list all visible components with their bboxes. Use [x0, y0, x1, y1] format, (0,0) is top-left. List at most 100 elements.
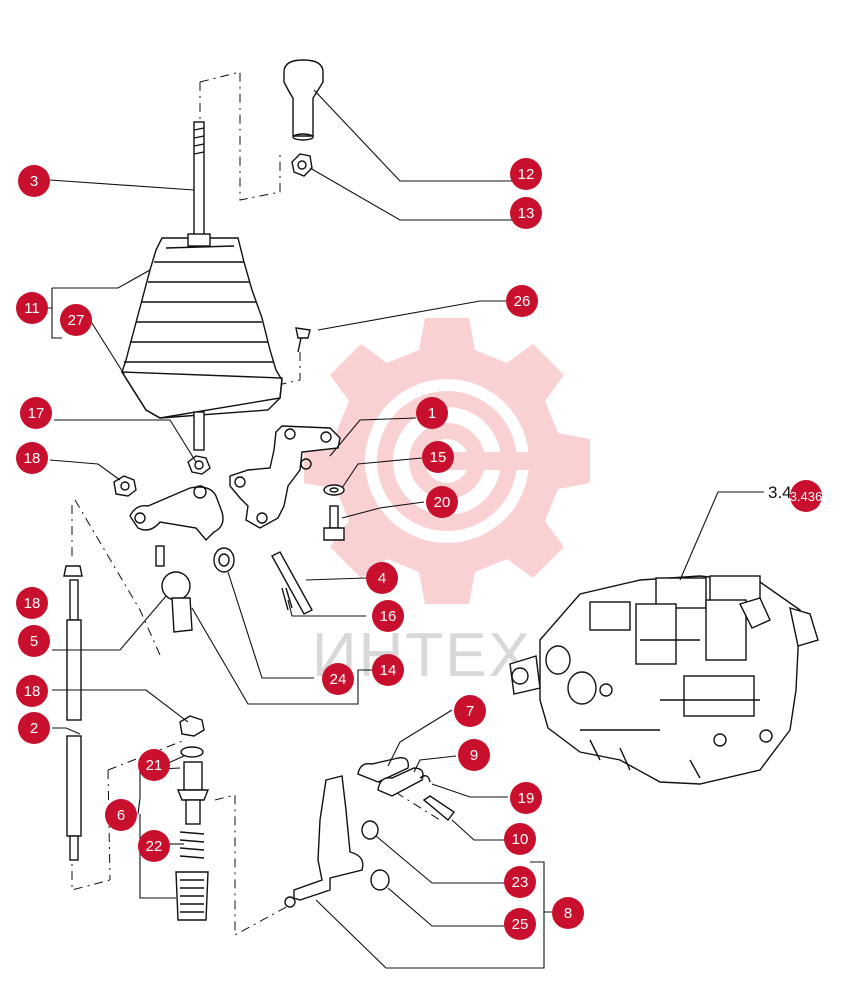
callout-marker [504, 908, 536, 940]
callout-marker [16, 292, 48, 324]
callout-number: 13 [518, 205, 535, 222]
washer [323, 484, 345, 496]
callout-number: 2 [30, 720, 38, 737]
callout-13: 13 [510, 197, 542, 229]
callout-number: 25 [512, 916, 529, 933]
callout-number: 27 [68, 312, 85, 329]
callout-8: 8 [552, 897, 584, 929]
callout-number: 9 [470, 747, 478, 764]
callout-number: 4 [378, 570, 386, 587]
cotter-pin [281, 587, 293, 611]
callout-number: 10 [512, 831, 529, 848]
callout-marker [426, 486, 458, 518]
callout-marker [510, 197, 542, 229]
ball-joint [155, 545, 193, 633]
callout-2: 2 [18, 712, 50, 744]
callout-marker [105, 799, 137, 831]
callout-number: 3 [30, 173, 38, 190]
callout-marker [510, 782, 542, 814]
callout-18: 18 [16, 442, 48, 474]
threaded-rod [63, 565, 83, 861]
pivot-arm [129, 485, 224, 542]
callout-marker [510, 158, 542, 190]
callout-19: 19 [510, 782, 542, 814]
callout-21: 21 [138, 749, 170, 781]
callout-9: 9 [458, 739, 490, 771]
nut-18-upper [113, 475, 137, 497]
callout-marker [16, 587, 48, 619]
callout-number: 22 [146, 838, 163, 855]
lower-bushings [361, 820, 390, 891]
callout-23: 23 [504, 866, 536, 898]
callout-number: 8 [564, 905, 572, 922]
callout-number: 23 [512, 874, 529, 891]
callout-27: 27 [60, 304, 92, 336]
callout-number: 6 [117, 807, 125, 824]
callout-number: 11 [24, 300, 40, 317]
callout-3: 3 [18, 165, 50, 197]
callout-marker [16, 442, 48, 474]
callout-number: 18 [24, 450, 41, 467]
callout-marker [16, 675, 48, 707]
callout-marker [366, 562, 398, 594]
callout-5: 5 [18, 625, 50, 657]
callout-marker [552, 897, 584, 929]
callout-number: 5 [30, 633, 38, 650]
callout-marker [416, 397, 448, 429]
bolt [323, 505, 345, 541]
callout-marker [372, 600, 404, 632]
callout-number: 26 [514, 293, 531, 310]
callout-10: 10 [504, 823, 536, 855]
callout-26: 26 [506, 285, 538, 317]
callout-marker [138, 830, 170, 862]
callout-12: 12 [510, 158, 542, 190]
callout-22: 22 [138, 830, 170, 862]
callout-number: 18 [24, 683, 41, 700]
knob-nut [291, 153, 313, 177]
link-plates [357, 757, 424, 797]
callout-number: 19 [518, 790, 535, 807]
callout-marker [20, 397, 52, 429]
callout-marker [504, 866, 536, 898]
callout-number: 12 [518, 166, 535, 183]
spring-assembly [175, 715, 210, 921]
callout-24: 24 [322, 663, 354, 695]
callout-group: 1234567891011121314151617181818192021222… [16, 158, 584, 940]
nut-17 [187, 455, 211, 475]
callout-14: 14 [372, 654, 404, 686]
leader-lines [34, 89, 764, 969]
callout-1: 1 [416, 397, 448, 429]
lever-rod [193, 121, 205, 238]
callout-marker [138, 749, 170, 781]
callout-number: 21 [146, 757, 163, 774]
callout-18: 18 [16, 587, 48, 619]
reference-badge: 3.436 [790, 480, 822, 512]
callout-marker [372, 654, 404, 686]
callout-number: 14 [380, 662, 397, 679]
joystick-lever-icon [120, 233, 283, 451]
link-pin [419, 775, 456, 822]
callout-marker [422, 441, 454, 473]
lower-lever [284, 775, 364, 908]
lever-knob [283, 59, 324, 141]
callout-marker [504, 823, 536, 855]
callout-number: 15 [430, 449, 447, 466]
callout-number: 20 [434, 494, 451, 511]
pin [271, 551, 313, 615]
screw [295, 327, 311, 353]
assembly-guide-lines [71, 71, 441, 936]
callout-16: 16 [372, 600, 404, 632]
callout-25: 25 [504, 908, 536, 940]
callout-20: 20 [426, 486, 458, 518]
callout-marker [60, 304, 92, 336]
callout-marker [506, 285, 538, 317]
callout-marker [18, 625, 50, 657]
callout-marker [454, 695, 486, 727]
callout-7: 7 [454, 695, 486, 727]
callout-6: 6 [105, 799, 137, 831]
callout-number: 17 [28, 405, 45, 422]
callout-number: 18 [24, 595, 41, 612]
callout-15: 15 [422, 441, 454, 473]
